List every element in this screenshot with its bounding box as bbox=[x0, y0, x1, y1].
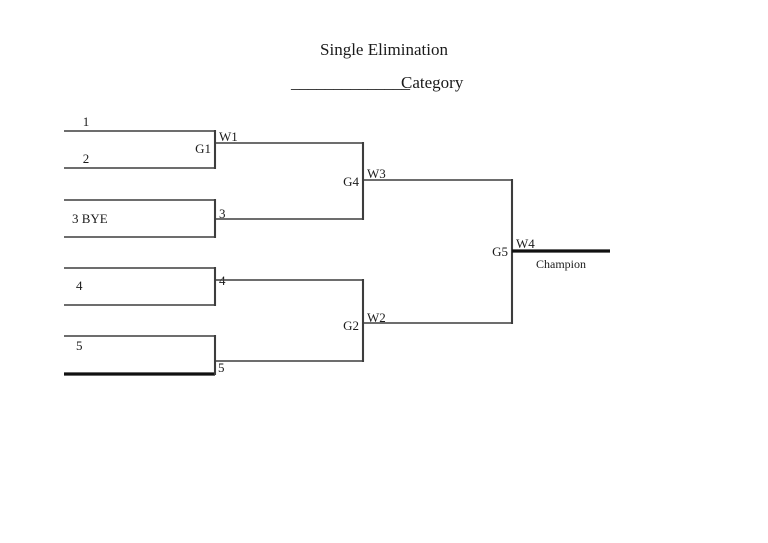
game-label-g4: G4 bbox=[343, 174, 359, 189]
champion-slot[interactable]: Champion bbox=[512, 249, 610, 271]
seed-4-label: 4 bbox=[76, 278, 83, 293]
game-label-g5: G5 bbox=[492, 244, 508, 259]
final-match-g5[interactable]: G5 W4 bbox=[363, 179, 535, 324]
game-label-g2: G2 bbox=[343, 318, 359, 333]
winner-label-5: 5 bbox=[218, 360, 225, 375]
round1-match-slot4[interactable]: 4 4 bbox=[64, 267, 226, 306]
winner-label-w2: W2 bbox=[367, 310, 386, 325]
game-label-g1: G1 bbox=[195, 141, 211, 156]
seed-5-label: 5 bbox=[76, 338, 83, 353]
winner-label-w4: W4 bbox=[516, 236, 535, 251]
seed-2-label: 2 bbox=[83, 151, 90, 166]
round2-match-g2[interactable]: G2 W2 bbox=[215, 279, 386, 362]
champion-label: Champion bbox=[536, 257, 586, 271]
round1-match-bye[interactable]: 3 BYE 3 bbox=[64, 199, 226, 238]
winner-label-bye-3: 3 bbox=[219, 206, 226, 221]
category-label: Category bbox=[401, 73, 464, 92]
category-blank-underline[interactable]: ______________ bbox=[290, 73, 411, 92]
round1-match-g1[interactable]: 1 2 G1 W1 bbox=[64, 114, 238, 169]
page-title: Single Elimination bbox=[320, 40, 448, 59]
winner-label-w1: W1 bbox=[219, 129, 238, 144]
winner-label-w3: W3 bbox=[367, 166, 386, 181]
round1-match-slot5[interactable]: 5 5 bbox=[64, 335, 225, 376]
round2-match-g4[interactable]: G4 W3 bbox=[215, 142, 386, 220]
seed-1-label: 1 bbox=[83, 114, 90, 129]
seed-3-bye-label: 3 BYE bbox=[72, 211, 108, 226]
